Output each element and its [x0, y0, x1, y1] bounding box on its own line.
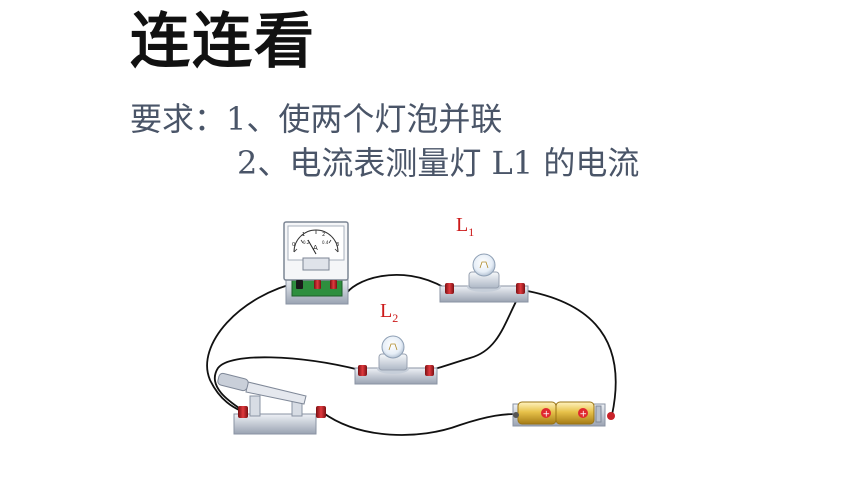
battery-holder: + +: [512, 401, 615, 427]
switch-handle: [217, 372, 249, 392]
battery-plus-marker-2: [578, 408, 588, 418]
bulb-l2: [381, 335, 405, 359]
ammeter-subtick-1: 0.2: [303, 240, 310, 245]
lamp-l2-terminal-left: [358, 365, 367, 376]
ammeter-terminal-negative: [296, 280, 303, 289]
requirement-line-1: 要求：1、使两个灯泡并联: [130, 100, 502, 138]
lamp-l2-subscript: 2: [392, 311, 399, 325]
bulb-l1: [472, 253, 496, 277]
ammeter-tick-2: 2: [322, 232, 325, 238]
battery-plus-marker-1: [541, 408, 551, 418]
switch-terminal-left: [238, 406, 248, 418]
ammeter-terminal-1: [314, 280, 321, 289]
battery-cell-2: [555, 401, 595, 425]
ammeter: 0 1 2 3 0.2 0.4 A: [283, 221, 349, 305]
ammeter-needle: [307, 239, 317, 255]
requirement-item-2: 2、电流表测量灯 L1 的电流: [237, 144, 640, 182]
battery-terminal-left: [513, 412, 519, 418]
requirement-item-1: 1、使两个灯泡并联: [226, 100, 503, 138]
lamp-l2-letter: L: [380, 300, 393, 322]
battery-terminal-right: [607, 412, 615, 420]
ammeter-tick-1: 1: [302, 232, 305, 238]
requirement-prefix: 要求：: [130, 100, 227, 138]
lamp-l1: [439, 253, 529, 303]
wire-switch-to-battery: [321, 411, 517, 436]
battery-plus-sign-2: +: [580, 410, 588, 420]
ammeter-tick-3: 3: [336, 242, 339, 248]
wire-l1-to-battery: [521, 289, 617, 416]
lamp-l1-terminal-right: [516, 283, 525, 294]
switch-terminal-right: [316, 406, 326, 418]
lamp-l1-subscript: 1: [468, 225, 475, 239]
ammeter-subtick-2: 0.4: [322, 240, 329, 245]
wire-l2-to-switch: [214, 356, 361, 413]
page-title: 连连看: [130, 7, 316, 77]
ammeter-terminal-2: [330, 280, 337, 289]
ammeter-unit: A: [313, 244, 318, 252]
ammeter-tick-0: 0: [292, 242, 295, 248]
lamp-l2: [354, 335, 438, 385]
battery-plus-sign-1: +: [543, 410, 551, 420]
lamp-l2-label: L2: [380, 300, 398, 326]
lamp-l1-letter: L: [456, 214, 469, 236]
wire-l1-to-l2: [429, 289, 523, 371]
switch: [217, 372, 326, 435]
lamp-l2-terminal-right: [425, 365, 434, 376]
lamp-l1-label: L1: [456, 214, 474, 240]
wire-ammeter-to-switch: [206, 281, 301, 413]
lamp-l1-terminal-left: [445, 283, 454, 294]
